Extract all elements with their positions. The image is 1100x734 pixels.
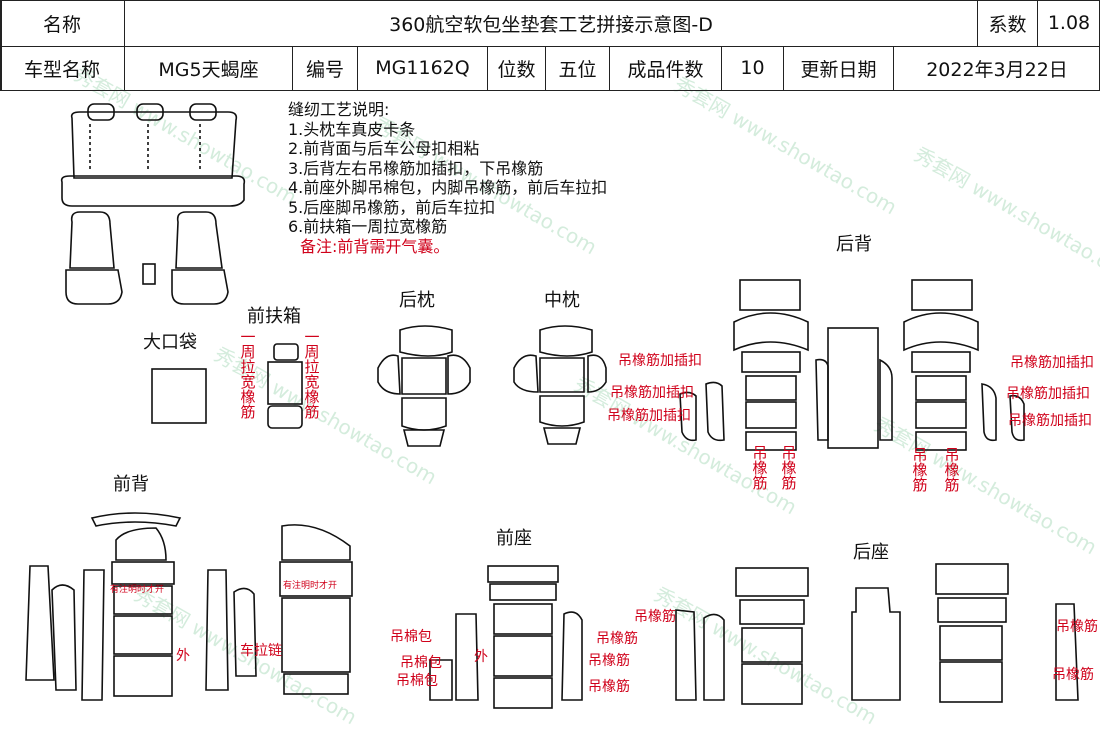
annot-elastic: 吊橡筋 xyxy=(596,631,638,647)
annot-elastic-insert: 吊橡筋加插扣 xyxy=(610,385,694,401)
model-label: 车型名称 xyxy=(0,46,125,90)
model-value: MG5天蝎座 xyxy=(125,46,293,90)
annot-elastic: 吊橡筋 xyxy=(1052,667,1094,683)
annot-elastic-insert: 吊橡筋加插扣 xyxy=(1006,386,1090,402)
notes-line: 1.头枕车真皮卡条 xyxy=(288,119,416,139)
annot-airbag-open: 有注明时才开 xyxy=(110,585,165,595)
coef-value: 1.08 xyxy=(1047,12,1091,34)
notes-line: 2.前背面与后车公母扣相粘 xyxy=(288,139,480,158)
annot-wide-elastic-right: 一 周 拉 宽 橡 筋 xyxy=(304,328,320,421)
annot-elastic-insert: 吊橡筋加插扣 xyxy=(607,408,691,424)
annot-cotton-bag: 吊棉包 xyxy=(396,673,438,689)
annot-elastic-vertical: 吊 橡 筋 xyxy=(752,444,768,492)
label-rear-back: 后背 xyxy=(836,234,872,255)
front-back-pieces xyxy=(25,512,353,701)
label-big-pocket: 大口袋 xyxy=(143,332,197,353)
date-value: 2022年3月22日 xyxy=(926,58,1068,81)
front-armrest-pieces xyxy=(267,343,303,429)
header-table: 名称 360航空软包坐垫套工艺拼接示意图-D 系数 1.08 车型名称 MG5天… xyxy=(0,0,1100,92)
annot-wide-elastic-left: 一 周 拉 宽 橡 筋 xyxy=(240,328,256,421)
annot-elastic-insert: 吊橡筋加插扣 xyxy=(1010,355,1094,371)
sewing-notes: 缝纫工艺说明: 1.头枕车真皮卡条 2.前背面与后车公母扣相粘 3.后背左右吊橡… xyxy=(288,100,607,256)
label-rear-headrest: 后枕 xyxy=(399,290,435,311)
annot-elastic: 吊橡筋 xyxy=(1056,619,1098,635)
annot-elastic: 吊橡筋 xyxy=(588,679,630,695)
page-title: 360航空软包坐垫套工艺拼接示意图-D xyxy=(125,0,978,46)
pieces-value: 10 xyxy=(722,46,784,90)
mid-headrest-pieces xyxy=(513,325,607,445)
seat-overview-diagram xyxy=(60,103,246,305)
big-pocket-piece xyxy=(151,368,207,424)
date-label: 更新日期 xyxy=(784,46,894,90)
annot-elastic-vertical: 吊 橡 筋 xyxy=(944,446,960,494)
notes-remark: 备注:前背需开气囊。 xyxy=(300,236,450,256)
code-value: MG1162Q xyxy=(358,46,488,90)
notes-line: 5.后座脚吊橡筋，前后车拉扣 xyxy=(288,197,496,217)
annot-zipper: 车拉链 xyxy=(240,643,282,659)
coef-label: 系数 xyxy=(978,0,1038,46)
annot-outer: 外 xyxy=(474,649,488,665)
annot-elastic-insert: 吊橡筋加插扣 xyxy=(618,353,702,369)
notes-line: 6.前扶箱一周拉宽橡筋 xyxy=(288,217,448,236)
name-label: 名称 xyxy=(0,0,125,46)
label-rear-seat: 后座 xyxy=(853,542,889,563)
annot-elastic-insert: 吊橡筋加插扣 xyxy=(1008,413,1092,429)
label-mid-headrest: 中枕 xyxy=(544,290,580,311)
front-seat-pieces xyxy=(429,565,583,709)
rear-back-pieces xyxy=(679,279,1025,451)
annot-elastic: 吊橡筋 xyxy=(588,653,630,669)
annot-outer: 外 xyxy=(176,648,190,664)
label-front-armrest: 前扶箱 xyxy=(247,306,301,327)
annot-cotton-bag: 吊棉包 xyxy=(390,629,432,645)
rear-seat-pieces xyxy=(675,563,1079,705)
annot-elastic: 吊橡筋 xyxy=(634,609,676,625)
notes-heading: 缝纫工艺说明: xyxy=(288,100,390,119)
rear-headrest-pieces xyxy=(377,325,471,447)
label-front-seat: 前座 xyxy=(496,528,532,549)
notes-line: 3.后背左右吊橡筋加插扣，下吊橡筋 xyxy=(288,158,544,178)
label-front-back: 前背 xyxy=(113,474,149,495)
code-label: 编号 xyxy=(293,46,358,90)
annot-elastic-vertical: 吊 橡 筋 xyxy=(781,444,797,492)
seats-value: 五位 xyxy=(546,46,610,90)
pieces-label: 成品件数 xyxy=(610,46,722,90)
annot-cotton-bag: 吊棉包 xyxy=(400,655,442,671)
annot-elastic-vertical: 吊 橡 筋 xyxy=(912,446,928,494)
seats-label: 位数 xyxy=(488,46,546,90)
annot-airbag-open: 有注明时才开 xyxy=(283,581,338,591)
notes-line: 4.前座外脚吊棉包，内脚吊橡筋，前后车拉扣 xyxy=(288,178,608,197)
